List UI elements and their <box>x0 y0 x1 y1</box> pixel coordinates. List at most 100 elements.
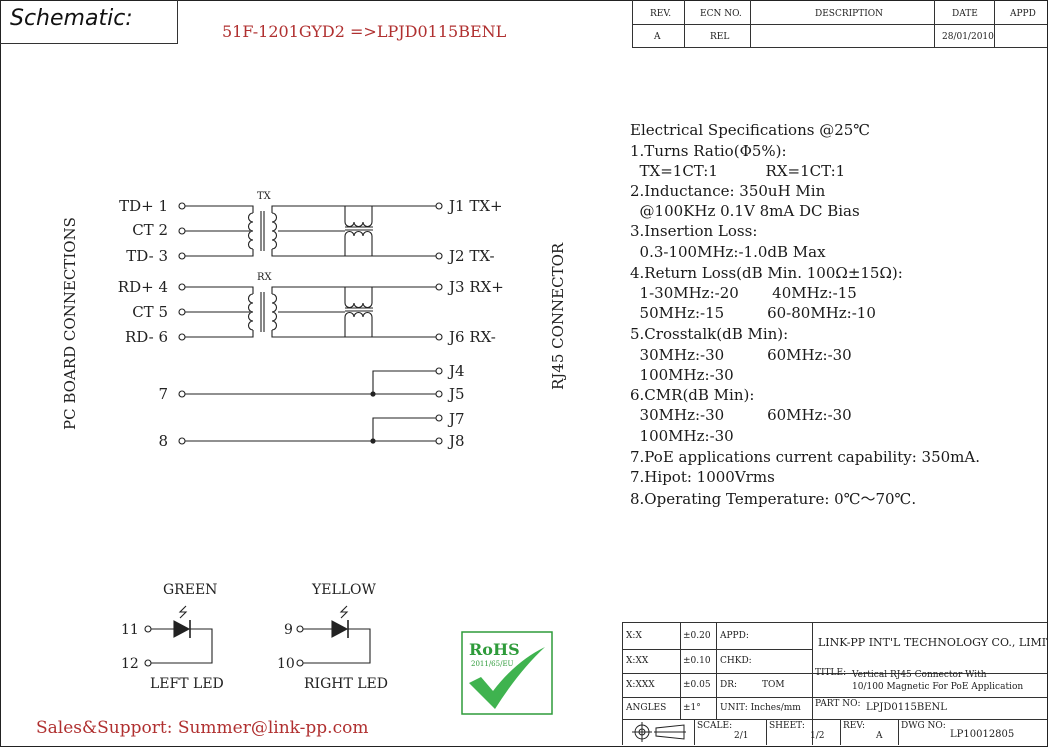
spec-line: 0.3-100MHz:-1.0dB Max <box>630 243 826 261</box>
spec-line: 100MHz:-30 <box>630 427 734 445</box>
rev-value: A <box>654 32 661 42</box>
led-diagram: GREEN YELLOW 11 12 9 10 LEFT LED RIGHT L… <box>121 582 388 692</box>
rev-value-tb: A <box>876 731 883 741</box>
tx-transformer <box>185 205 436 257</box>
left-led-caption: LEFT LED <box>150 676 224 692</box>
ecn-header: ECN NO. <box>700 9 742 19</box>
appd-field: APPD: <box>720 631 749 641</box>
tol-value-x: ±0.20 <box>683 631 711 641</box>
description-header: DESCRIPTION <box>815 9 884 19</box>
pin-j1-tx-plus: J1 TX+ <box>447 197 503 215</box>
part-no-label: PART NO: <box>815 699 861 709</box>
title-line-1: Vertical RJ45 Connector With <box>852 670 987 680</box>
specs-title: Electrical Specifications @25℃ <box>630 121 871 139</box>
projection-symbol-icon <box>632 722 686 742</box>
pin-j2-tx-minus: J2 TX- <box>447 247 495 265</box>
left-side-label: PC BOARD CONNECTIONS <box>61 217 79 430</box>
appd-header: APPD <box>1010 9 1036 19</box>
led-pin-12: 12 <box>121 656 139 672</box>
left-pin-terminals <box>178 202 186 445</box>
spec-line: 30MHz:-30 60MHz:-30 <box>630 406 852 424</box>
ecn-value: REL <box>710 32 730 42</box>
chkd-field: CHKD: <box>720 656 752 666</box>
yellow-label: YELLOW <box>311 582 377 598</box>
pin-7: 7 <box>158 385 168 403</box>
shield-pin-nets <box>185 370 436 442</box>
sheet-label: SHEET: <box>769 721 805 731</box>
pin-ct-2: CT 2 <box>132 221 168 239</box>
unit-field: UNIT: Inches/mm <box>720 703 801 713</box>
junction-dot <box>370 438 376 444</box>
scale-label: SCALE: <box>697 721 733 731</box>
dwg-no-value: LP10012805 <box>950 729 1015 740</box>
pin-j7: J7 <box>447 410 465 428</box>
date-value: 28/01/2010 <box>942 32 994 42</box>
date-header: DATE <box>952 9 978 19</box>
tol-value-xx: ±0.10 <box>683 656 711 666</box>
sales-support-contact: Sales&Support: Summer@link-pp.com <box>36 718 369 738</box>
spec-line: 30MHz:-30 60MHz:-30 <box>630 346 852 364</box>
tol-label-xxx: X:XXX <box>626 680 655 690</box>
spec-line: 5.Crosstalk(dB Min): <box>630 325 789 343</box>
tol-label-xx: X:XX <box>626 656 649 666</box>
schematic-label: Schematic: <box>10 6 133 31</box>
rohs-logo: RoHS 2011/65/EU <box>461 631 553 715</box>
title-line-2: 10/100 Magnetic For PoE Application <box>852 682 1024 692</box>
spec-line: 3.Insertion Loss: <box>630 222 758 240</box>
rx-transformer <box>185 286 436 338</box>
tol-label-x: X:X <box>626 631 642 641</box>
spec-line: 50MHz:-15 60-80MHz:-10 <box>630 304 876 322</box>
rohs-checkmark-icon <box>469 647 545 709</box>
rohs-border <box>461 631 553 715</box>
pin-rd-plus-4: RD+ 4 <box>118 278 168 296</box>
dwg-no-label: DWG NO: <box>901 721 946 731</box>
spec-line: TX=1CT:1 RX=1CT:1 <box>630 162 846 180</box>
rohs-title: RoHS <box>469 640 520 659</box>
tol-value-xxx: ±0.05 <box>683 680 711 690</box>
spec-line: 1-30MHz:-20 40MHz:-15 <box>630 284 857 302</box>
schematic-label-box <box>0 0 178 44</box>
dr-label: DR: <box>720 680 738 690</box>
part-conversion: 51F-1201GYD2 =>LPJD0115BENL <box>222 22 507 41</box>
right-pin-terminals <box>435 202 443 445</box>
rx-label: RX <box>257 272 273 283</box>
pin-td-plus-1: TD+ 1 <box>119 197 168 215</box>
dr-value: TOM <box>762 680 785 690</box>
pin-j6-rx-minus: J6 RX- <box>447 328 496 346</box>
part-no-value: LPJD0115BENL <box>866 702 947 713</box>
pin-j5: J5 <box>447 385 465 403</box>
led-pin-10: 10 <box>277 656 295 672</box>
title-label: TITLE: <box>815 668 847 678</box>
spec-line: 4.Return Loss(dB Min. 100Ω±15Ω): <box>630 264 903 282</box>
led-pin-9: 9 <box>284 622 293 638</box>
right-led-symbol <box>296 605 371 667</box>
spec-line: 6.CMR(dB Min): <box>630 386 755 404</box>
spec-line: 100MHz:-30 <box>630 366 734 384</box>
company-name: LINK-PP INT'L TECHNOLOGY CO., LIMITED <box>818 636 1048 649</box>
pin-ct-5: CT 5 <box>132 303 168 321</box>
pin-8: 8 <box>158 432 168 450</box>
spec-line: 2.Inductance: 350uH Min <box>630 182 826 200</box>
rohs-subtitle: 2011/65/EU <box>471 660 514 668</box>
scale-value: 2/1 <box>734 731 749 741</box>
pin-j4: J4 <box>447 362 465 380</box>
spec-line: 7.PoE applications current capability: 3… <box>630 448 981 466</box>
right-led-caption: RIGHT LED <box>304 676 388 692</box>
spec-line: 8.Operating Temperature: 0℃～70℃. <box>630 490 917 508</box>
tx-label: TX <box>257 191 272 202</box>
rev-header: REV. <box>650 9 672 19</box>
spec-line: 7.Hipot: 1000Vrms <box>630 468 775 486</box>
right-side-label: RJ45 CONNECTOR <box>549 242 567 390</box>
sheet-value: 1/2 <box>810 731 825 741</box>
schematic-diagram: PC BOARD CONNECTIONS RJ45 CONNECTOR TX R… <box>61 191 567 450</box>
pin-rd-minus-6: RD- 6 <box>125 328 168 346</box>
tol-value-angles: ±1° <box>683 703 701 713</box>
pin-j8: J8 <box>447 432 465 450</box>
junction-dot <box>370 391 376 397</box>
green-label: GREEN <box>163 582 217 598</box>
left-led-symbol <box>144 605 213 667</box>
pin-td-minus-3: TD- 3 <box>126 247 168 265</box>
rev-label-tb: REV: <box>843 721 865 731</box>
pin-j3-rx-plus: J3 RX+ <box>447 278 504 296</box>
spec-line: 1.Turns Ratio(Φ5%): <box>630 142 787 160</box>
